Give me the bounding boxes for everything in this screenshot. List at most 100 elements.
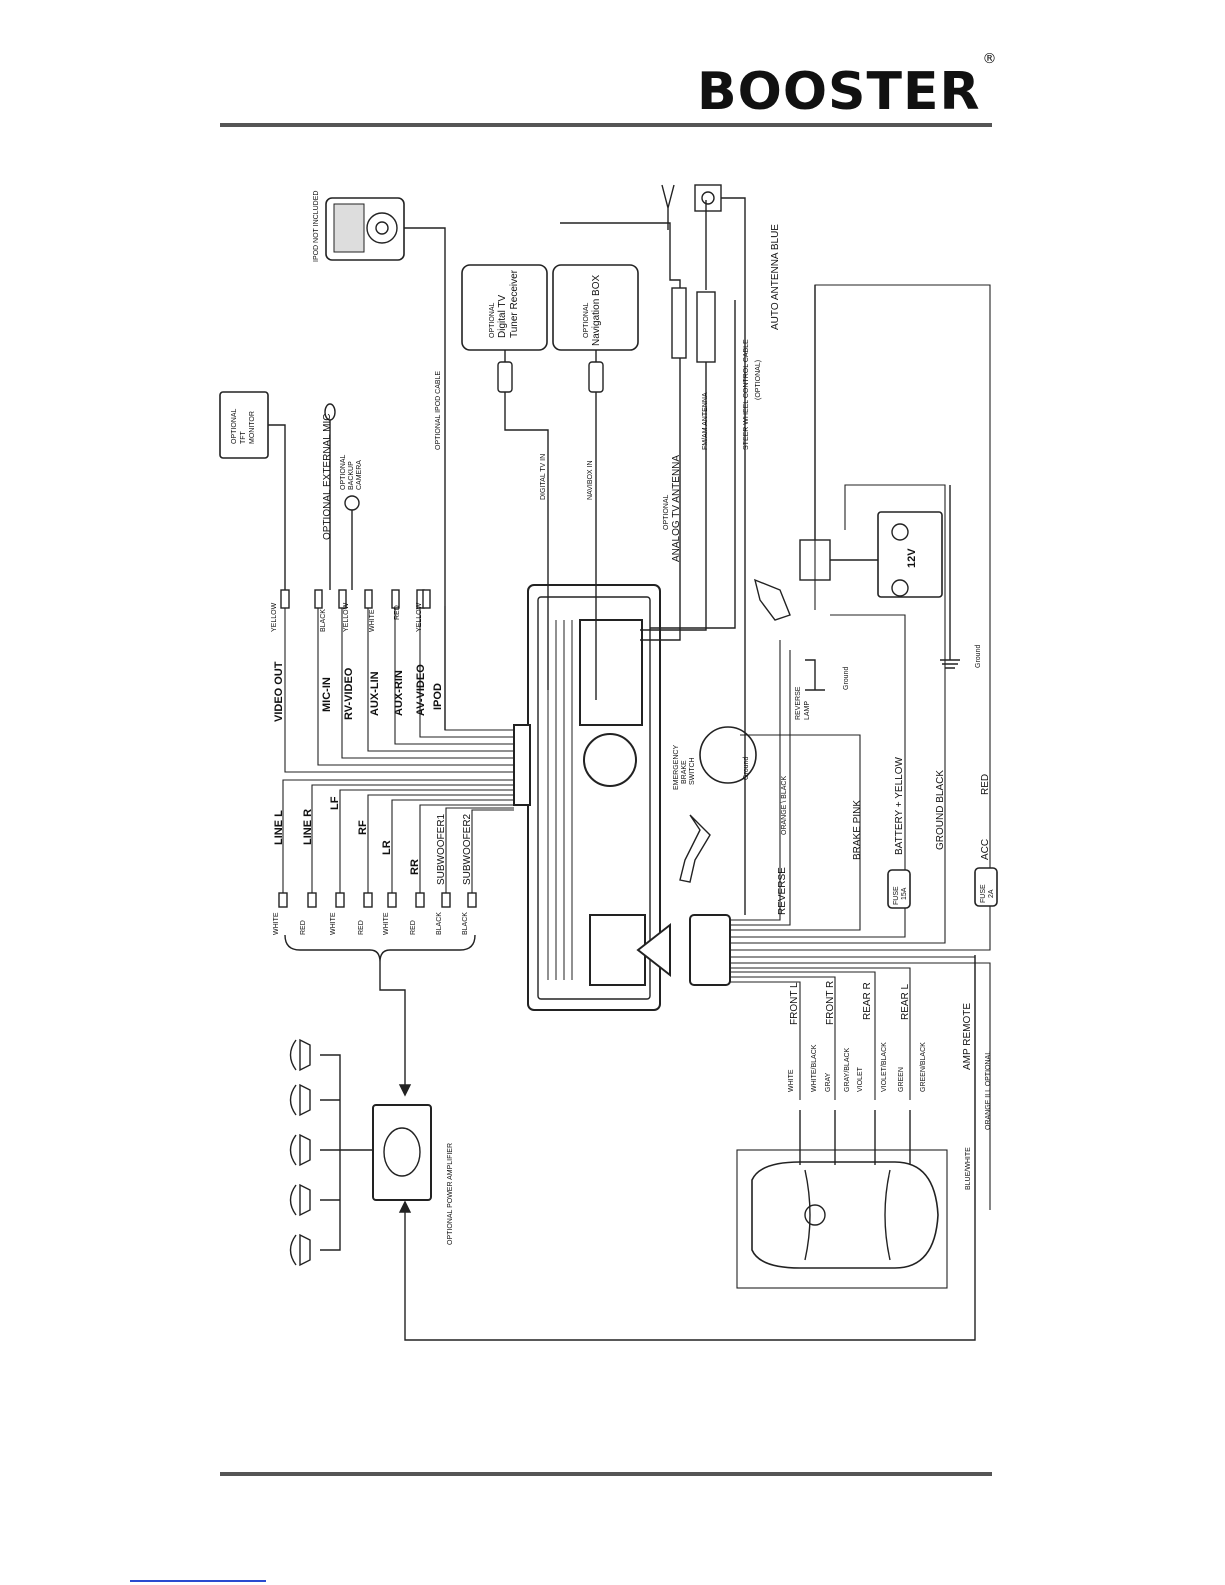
rf-label: RF bbox=[357, 820, 369, 835]
ground-label-lamp: Ground bbox=[843, 667, 850, 690]
iso-harness-plug bbox=[689, 914, 731, 986]
amp-label: OPTIONAL POWER AMPLIFIER bbox=[447, 1143, 454, 1245]
line-r-label: LINE R bbox=[302, 809, 314, 845]
amp-remote-line bbox=[404, 955, 976, 1341]
amp-feed-arrow bbox=[398, 1084, 412, 1097]
line-out-color-1: WHITE bbox=[273, 912, 280, 935]
brake-switch-label-3: SWITCH bbox=[689, 757, 696, 785]
fuse-2a bbox=[974, 867, 998, 907]
lr-label: LR bbox=[381, 840, 393, 855]
rear-l-label: REAR L bbox=[900, 983, 911, 1020]
mic-in-label: MIC-IN bbox=[321, 677, 333, 712]
av-video-label: AV-VIDEO bbox=[415, 664, 427, 716]
tft-monitor bbox=[219, 391, 269, 459]
sub1-label: SUBWOOFER1 bbox=[436, 813, 447, 885]
wire-violet-black: VIOLET/BLACK bbox=[881, 1042, 888, 1092]
video-out-label: VIDEO OUT bbox=[273, 661, 285, 722]
av-socket-block bbox=[579, 619, 643, 726]
line-out-plugs bbox=[278, 892, 477, 908]
tuner-label-3: Tuner Receiver bbox=[509, 269, 520, 338]
monitor-cable bbox=[268, 424, 286, 590]
nav-label-1: OPTIONAL bbox=[583, 302, 590, 338]
line-out-color-3: WHITE bbox=[330, 912, 337, 935]
analog-tv-label-1: OPTIONAL bbox=[663, 494, 670, 530]
cooling-fan bbox=[583, 733, 637, 787]
ground-label-battery: Ground bbox=[975, 645, 982, 668]
tft-label-1: OPTIONAL bbox=[231, 408, 238, 444]
fm-am-label: FM/AM ANTENNA bbox=[702, 392, 709, 450]
aux-rin-color: RED bbox=[394, 605, 401, 620]
footer-link-underline bbox=[130, 1580, 266, 1582]
power-amplifier bbox=[372, 1104, 432, 1201]
acc-label: ACC bbox=[980, 839, 991, 860]
footer-rule bbox=[220, 1472, 992, 1476]
harness-arrow bbox=[636, 922, 671, 978]
brake-switch-label-2: BRAKE bbox=[681, 760, 688, 784]
blue-white-label: BLUE/WHITE bbox=[965, 1147, 972, 1190]
wire-green-black: GREEN/BLACK bbox=[920, 1042, 927, 1092]
aux-lin-label: AUX-LIN bbox=[369, 671, 381, 716]
registered-mark: ® bbox=[982, 50, 998, 67]
amp-speakers bbox=[289, 1038, 311, 1267]
tft-label-3: MONITOR bbox=[249, 411, 256, 444]
line-out-color-4: RED bbox=[358, 920, 365, 935]
tft-label-2: TFT bbox=[240, 430, 247, 444]
mic-label: OPTIONAL EXTERNAL MIC bbox=[322, 413, 333, 540]
line-l-label: LINE L bbox=[273, 810, 285, 845]
camera-label-1: OPTIONAL bbox=[340, 454, 347, 490]
orange-ill-label: ORANGE ILL OPTIONAL bbox=[985, 1051, 992, 1130]
ipod-device bbox=[325, 197, 405, 261]
orange-black-label: ORANGE \ BLACK bbox=[781, 776, 788, 835]
brand-logo: BOOSTER® bbox=[697, 50, 998, 122]
auto-antenna-line bbox=[721, 197, 746, 915]
line-out-color-6: RED bbox=[410, 920, 417, 935]
rv-video-color: YELLOW bbox=[343, 602, 350, 632]
analog-tv-label-2: ANALOG TV ANTENNA bbox=[671, 455, 682, 562]
auto-antenna-label: AUTO ANTENNA BLUE bbox=[770, 224, 781, 330]
head-unit-inner bbox=[537, 596, 651, 1000]
steer-label-1: STEER WHEEL CONTROL CABLE bbox=[743, 339, 750, 450]
amp-badge bbox=[383, 1127, 421, 1177]
amp-remote-label: AMP REMOTE bbox=[962, 1003, 973, 1070]
lf-label: LF bbox=[329, 796, 341, 810]
mic-in-color: BLACK bbox=[320, 609, 327, 632]
battery-label: 12V bbox=[906, 548, 918, 568]
speaker-feed-lines bbox=[320, 1054, 373, 1251]
reverse-lamp-label-1: REVERSE bbox=[795, 686, 802, 720]
digital-tv-in-label: DIGITAL TV IN bbox=[540, 454, 547, 500]
ipod-cable bbox=[404, 227, 446, 730]
wire-violet: VIOLET bbox=[857, 1066, 864, 1092]
camera-label-2: BACKUP bbox=[348, 461, 355, 490]
tuner-label-2: Digital TV bbox=[497, 295, 508, 338]
car-speaker-wires bbox=[799, 1110, 911, 1165]
ipod-label: IPOD NOT INCLUDED bbox=[313, 191, 320, 262]
rr-label: RR bbox=[409, 859, 421, 875]
rv-video-label: RV-VIDEO bbox=[343, 667, 355, 720]
amp-remote-arrow bbox=[398, 1200, 412, 1213]
analog-tv-antenna bbox=[560, 222, 681, 641]
brake-switch-label-1: EMERGENCY bbox=[673, 745, 680, 790]
line-out-bundle bbox=[282, 779, 514, 895]
tv-in-line bbox=[504, 350, 549, 690]
navibox-in-label: NAVIBOX IN bbox=[587, 460, 594, 500]
red-wire-label: RED bbox=[980, 774, 991, 795]
main-plug bbox=[513, 724, 531, 806]
battery-wire-label: BATTERY + YELLOW bbox=[894, 757, 905, 855]
line-out-color-5: WHITE bbox=[383, 912, 390, 935]
wire-white-black: WHITE/BLACK bbox=[811, 1044, 818, 1092]
header-rule bbox=[220, 123, 992, 127]
aux-rin-label: AUX-RIN bbox=[393, 670, 405, 716]
steer-wheel-cable bbox=[650, 300, 736, 629]
fuse-15a-label-1: FUSE bbox=[893, 886, 900, 905]
wire-white: WHITE bbox=[788, 1069, 795, 1092]
wire-green: GREEN bbox=[898, 1067, 905, 1092]
car-body bbox=[751, 1161, 939, 1269]
reverse-wire-label: REVERSE bbox=[777, 867, 788, 915]
harness-wires bbox=[730, 284, 991, 1210]
video-out-color: YELLOW bbox=[271, 602, 278, 632]
steer-label-2: (OPTIONAL) bbox=[755, 360, 762, 400]
nav-label-2: Navigation BOX bbox=[591, 275, 602, 346]
wire-gray-black: GRAY/BLACK bbox=[844, 1047, 851, 1092]
car-frame bbox=[736, 1149, 948, 1289]
